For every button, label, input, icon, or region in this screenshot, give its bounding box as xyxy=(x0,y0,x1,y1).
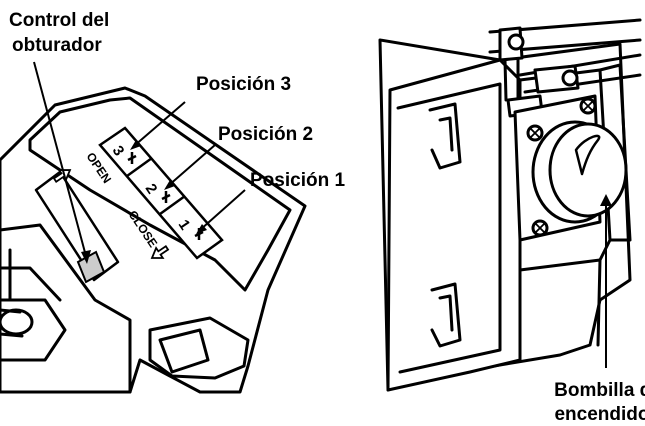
shutter-control-label-line1: Control del xyxy=(9,10,109,31)
mounting-housing-inner xyxy=(396,82,502,374)
position-2-leader xyxy=(167,144,216,187)
upper-latch xyxy=(428,102,462,170)
shutter-control-leader xyxy=(33,61,88,261)
lower-latch xyxy=(430,282,462,348)
round-fitting-stem xyxy=(0,308,24,338)
igniter-assembly-illustration xyxy=(378,18,642,392)
left-leader-arrowheads xyxy=(81,140,207,264)
ignition-knob-grip xyxy=(574,134,601,176)
housing-front-edge xyxy=(0,248,62,302)
shutter-position-plate xyxy=(98,126,224,260)
housing-side-face xyxy=(0,223,132,394)
position-1-label: Posición 1 xyxy=(250,170,345,191)
shutter-knob xyxy=(76,250,106,284)
housing-bracket xyxy=(0,298,67,362)
close-arrow-icon xyxy=(150,245,170,259)
position-3-label: Posición 3 xyxy=(196,74,291,95)
position-plate-frame xyxy=(98,126,224,260)
left-leader-lines xyxy=(33,61,246,261)
round-fitting xyxy=(0,308,34,336)
ignition-bulb-arrowhead xyxy=(600,194,612,206)
position-marker-2 xyxy=(161,191,171,203)
ignition-bulb-label-line2: encendido xyxy=(554,404,645,425)
ignition-bulb-label-line1: Bombilla de xyxy=(554,380,645,401)
position-1-leader xyxy=(199,189,246,231)
position-2-label: Posición 2 xyxy=(218,124,313,145)
position-marker-3 xyxy=(127,152,137,164)
position-3-leader xyxy=(133,101,186,147)
housing-lower-tab xyxy=(158,328,210,374)
shutter-control-label-line2: obturador xyxy=(12,35,102,56)
shutter-housing-illustration xyxy=(0,86,307,394)
housing-lower-lip xyxy=(148,316,250,380)
ignition-knob-icon xyxy=(548,122,628,218)
